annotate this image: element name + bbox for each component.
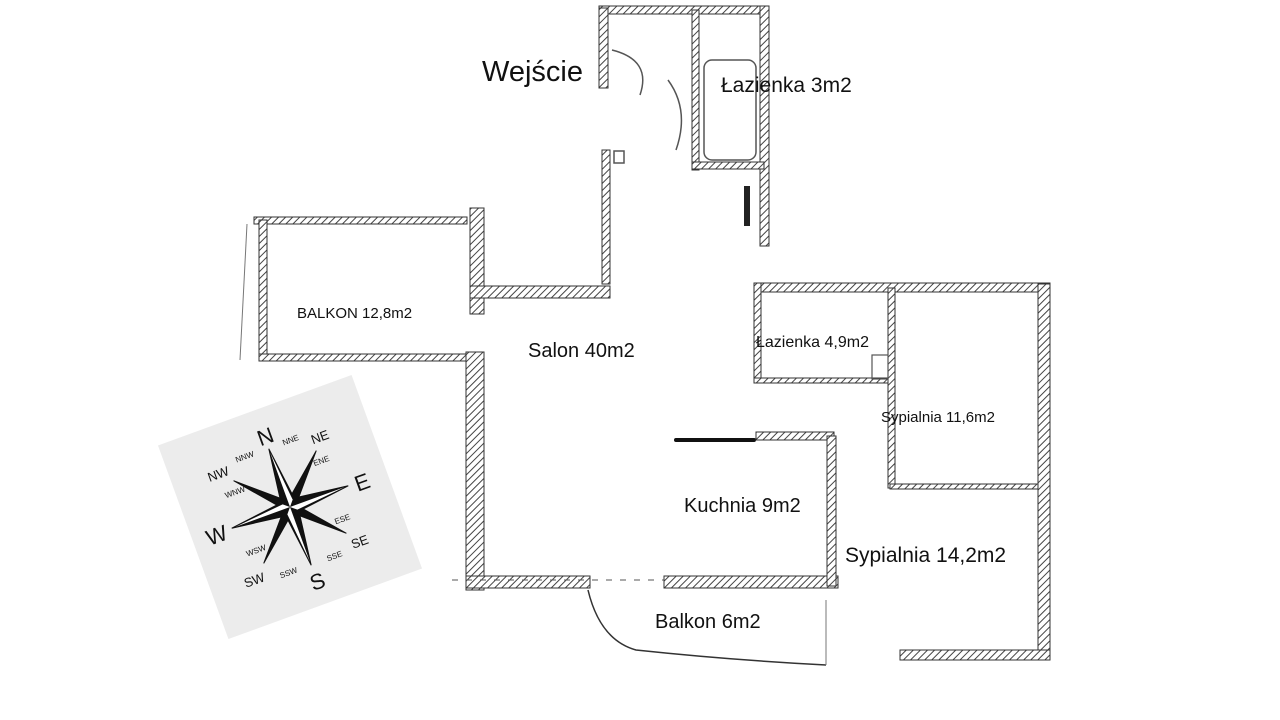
entry-walls [598,5,770,285]
balcony-left-walls [239,216,468,362]
room-label-balcony-1: BALKON 12,8m2 [297,305,413,322]
balcony-bottom-outline [587,589,827,666]
room-label-salon: Salon 40m2 [528,340,635,362]
room-label-bedroom-2: Sypialnia 14,2m2 [845,544,1007,567]
room-label-balcony-2: Balkon 6m2 [655,611,761,633]
kitchen-walls [755,431,837,587]
room-label-bathroom-1: Łazienka 3m2 [721,74,852,97]
room-label-kitchen: Kuchnia 9m2 [684,495,801,517]
salon-walls [452,207,839,591]
room-label-bedroom-1: Sypialnia 11,6m2 [881,409,995,426]
compass-star-icon [231,448,349,566]
room-label-entry: Wejście [482,56,583,88]
bedroom-walls [753,282,1051,661]
compass-rose: N S E W NE NW SE SW NNE ENE ESE SSE SSW … [157,374,423,640]
room-label-bathroom-2: Łazienka 4,9m2 [756,334,869,351]
